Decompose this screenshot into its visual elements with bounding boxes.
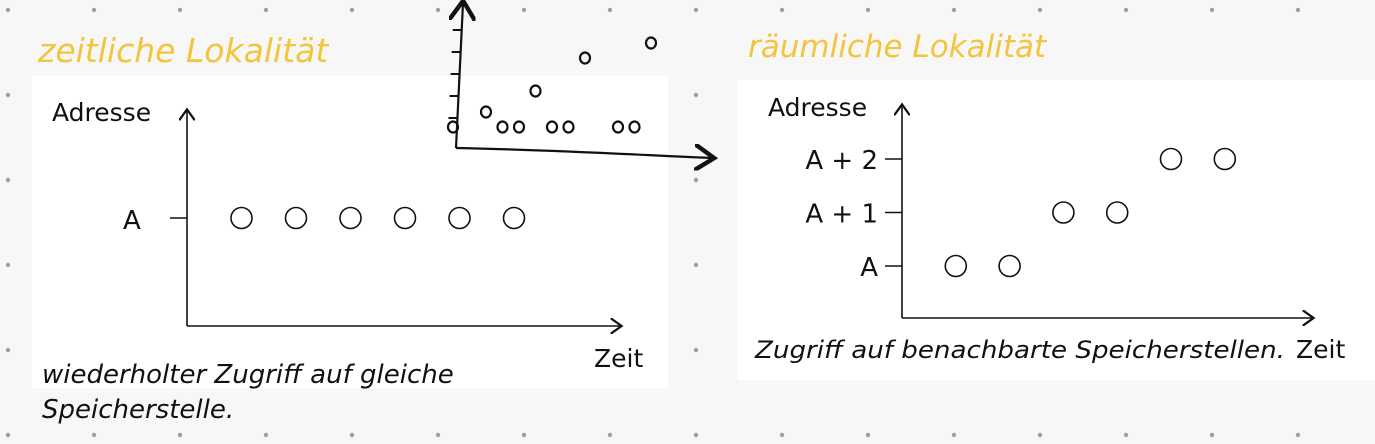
grid-dot bbox=[1037, 7, 1043, 13]
grid-dot bbox=[865, 7, 871, 13]
grid-dot bbox=[1037, 432, 1043, 438]
grid-dot bbox=[1295, 432, 1301, 438]
left-x-axis-label: Zeit bbox=[594, 344, 643, 373]
sketch-point bbox=[446, 120, 460, 134]
grid-dot bbox=[1123, 432, 1129, 438]
right-point bbox=[1052, 201, 1075, 224]
sketch-data-points bbox=[446, 36, 658, 134]
left-point bbox=[502, 206, 526, 230]
grid-dot bbox=[177, 7, 183, 13]
grid-dot bbox=[693, 92, 699, 98]
sketch-point bbox=[479, 105, 493, 119]
grid-dot bbox=[177, 432, 183, 438]
grid-dot bbox=[693, 177, 699, 183]
right-point bbox=[998, 254, 1021, 278]
grid-dot bbox=[263, 7, 269, 13]
grid-dot bbox=[951, 432, 957, 438]
right-tick-label: A + 2 bbox=[805, 146, 878, 176]
grid-dot bbox=[607, 432, 613, 438]
grid-dot bbox=[5, 347, 11, 353]
right-y-axis-label: Adresse bbox=[768, 93, 867, 122]
right-x-axis-label: Zeit bbox=[1296, 335, 1345, 364]
grid-dot bbox=[779, 7, 785, 13]
sketch-x-axis bbox=[455, 148, 712, 158]
right-caption: Zugriff auf benachbarte Speicherstellen. bbox=[754, 336, 1285, 364]
grid-dot bbox=[435, 432, 441, 438]
right-point bbox=[1105, 201, 1129, 224]
grid-dot bbox=[521, 7, 527, 13]
left-tick-label-a: A bbox=[123, 206, 141, 236]
sketch-point bbox=[496, 120, 509, 134]
grid-dot bbox=[5, 92, 11, 98]
grid-dot bbox=[349, 7, 355, 13]
grid-dot bbox=[435, 7, 441, 13]
grid-dot bbox=[693, 7, 699, 13]
left-point bbox=[284, 206, 308, 230]
grid-dot bbox=[1123, 7, 1129, 13]
right-tick-label: A bbox=[860, 253, 878, 283]
left-point bbox=[339, 206, 362, 230]
sketch-point bbox=[611, 120, 625, 134]
grid-dot bbox=[865, 432, 871, 438]
grid-dot bbox=[1295, 7, 1301, 13]
right-diagram-panel bbox=[737, 80, 1375, 380]
right-point bbox=[944, 254, 968, 278]
left-point bbox=[448, 206, 471, 230]
sketch-point bbox=[562, 120, 575, 134]
grid-dot bbox=[5, 7, 11, 13]
sketch-point bbox=[644, 36, 658, 50]
left-caption-line1: wiederholter Zugriff auf gleiche bbox=[42, 360, 454, 390]
grid-dot bbox=[263, 432, 269, 438]
right-data-points bbox=[944, 147, 1237, 278]
grid-dot bbox=[349, 432, 355, 438]
left-point bbox=[230, 206, 253, 230]
grid-dot bbox=[607, 7, 613, 13]
grid-dot bbox=[693, 262, 699, 268]
grid-dot bbox=[5, 262, 11, 268]
grid-dot bbox=[91, 432, 97, 438]
grid-dot bbox=[521, 432, 527, 438]
right-point bbox=[1213, 147, 1237, 171]
sketch-point bbox=[628, 120, 641, 134]
grid-dot bbox=[693, 347, 699, 353]
right-title: räumliche Lokalität bbox=[748, 29, 1048, 65]
grid-dot bbox=[1209, 7, 1215, 13]
left-data-points bbox=[230, 206, 526, 230]
grid-dot bbox=[1209, 432, 1215, 438]
grid-dot bbox=[693, 432, 699, 438]
left-y-axis-label: Adresse bbox=[52, 98, 151, 127]
left-point bbox=[393, 206, 417, 230]
sketch-point bbox=[545, 120, 559, 134]
left-diagram-panel bbox=[32, 76, 668, 388]
grid-dot bbox=[779, 432, 785, 438]
left-caption-line2: Speicherstelle. bbox=[42, 395, 234, 425]
sketch-point bbox=[578, 51, 592, 65]
left-title: zeitliche Lokalität bbox=[37, 31, 329, 70]
grid-dot bbox=[91, 7, 97, 13]
right-y-ticks: A A + 1 A + 2 bbox=[805, 146, 902, 283]
right-tick-label: A + 1 bbox=[805, 200, 878, 230]
sketch-point bbox=[529, 84, 542, 98]
grid-dot bbox=[5, 177, 11, 183]
sketch-point bbox=[512, 120, 526, 134]
right-point bbox=[1159, 147, 1183, 171]
grid-dot bbox=[951, 7, 957, 13]
sketch-y-ticks bbox=[448, 29, 462, 119]
grid-dot bbox=[5, 432, 11, 438]
